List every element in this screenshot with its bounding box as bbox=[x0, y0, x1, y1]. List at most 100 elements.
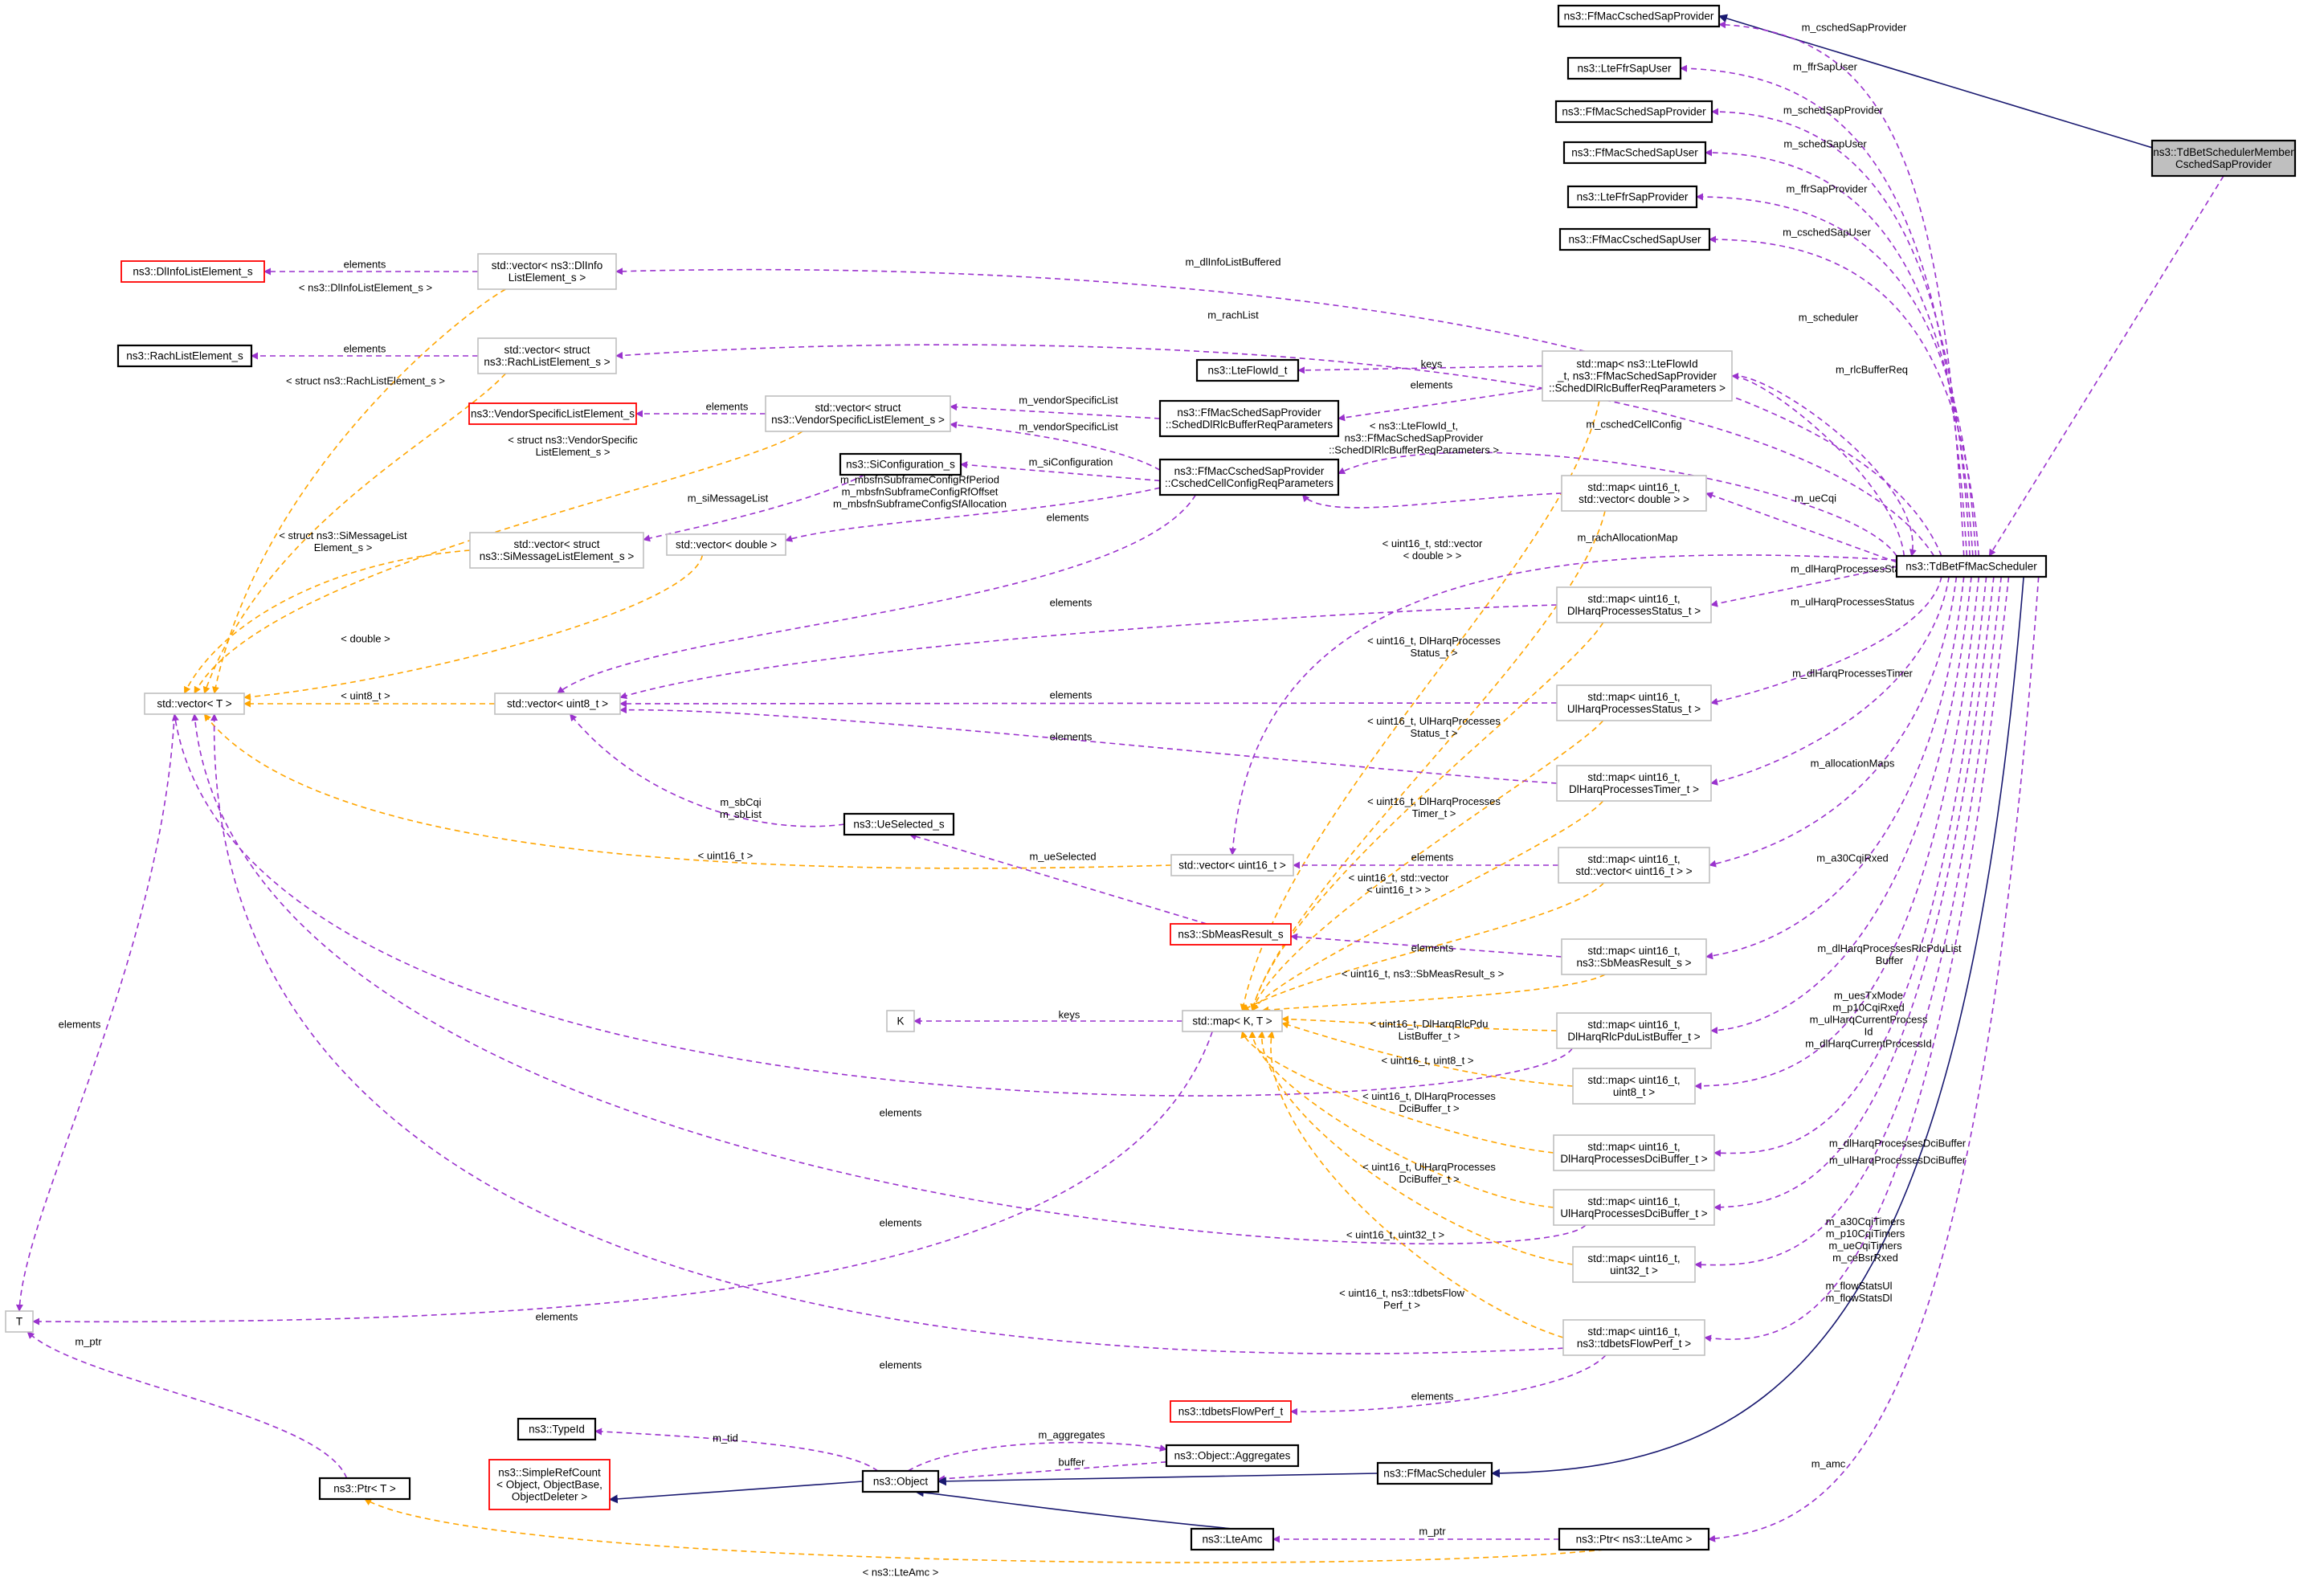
node-map-ul-harq-status[interactable]: std::map< uint16_t,UlHarqProcessesStatus… bbox=[1556, 684, 1712, 721]
node-sched-dl-rlc[interactable]: ns3::FfMacSchedSapProvider::SchedDlRlcBu… bbox=[1158, 399, 1340, 438]
edge-map-uint32-to-map-kt bbox=[1257, 1031, 1574, 1265]
edge-label-elements: elements bbox=[344, 343, 386, 355]
edge-map-uint16-vec-double-to-map-kt bbox=[1250, 510, 1606, 1011]
edge-label-tpl-sbmeas: < uint16_t, ns3::SbMeasResult_s > bbox=[1342, 968, 1504, 980]
node-label: ns3::Object::Aggregates bbox=[1174, 1450, 1291, 1462]
node-csched-cell-config[interactable]: ns3::FfMacCschedSapProvider::CschedCellC… bbox=[1158, 458, 1340, 496]
edge-label-tpl-u16u8: < uint16_t, uint8_t > bbox=[1382, 1055, 1474, 1067]
node-box bbox=[1556, 765, 1712, 802]
edge-map-flow-perf-to-map-kt bbox=[1267, 1031, 1564, 1338]
node-map-kt[interactable]: std::map< K, T > bbox=[1182, 1010, 1283, 1032]
node-box bbox=[1572, 1068, 1696, 1105]
node-dl-info-list-element[interactable]: ns3::DlInfoListElement_s bbox=[120, 260, 265, 283]
node-label: ns3::LteFfrSapUser bbox=[1577, 63, 1672, 75]
node-label: K bbox=[897, 1015, 904, 1027]
node-map-uint16-vec-double[interactable]: std::map< uint16_t,std::vector< double >… bbox=[1561, 475, 1707, 512]
node-map-uint8[interactable]: std::map< uint16_t,uint8_t > bbox=[1572, 1068, 1696, 1105]
node-box bbox=[5, 1310, 34, 1333]
node-ptr-t[interactable]: ns3::Ptr< T > bbox=[318, 1477, 411, 1501]
edge-label-elements: elements bbox=[536, 1311, 578, 1323]
edge-label-m-dl-harq-processes-timer: m_dlHarqProcessesTimer bbox=[1792, 668, 1913, 680]
node-k[interactable]: K bbox=[886, 1010, 915, 1032]
node-box bbox=[1562, 1319, 1705, 1356]
edge-csched-cell-config-to-vec-double bbox=[785, 487, 1161, 542]
node-lte-amc[interactable]: ns3::LteAmc bbox=[1190, 1527, 1275, 1551]
node-vec-double[interactable]: std::vector< double > bbox=[666, 533, 786, 556]
edge-label-tpl-uint16: < uint16_t > bbox=[698, 850, 754, 862]
edge-td-bet-ff-mac-scheduler-to-map-dl-rlc-pdu bbox=[1710, 576, 1972, 1035]
node-t[interactable]: T bbox=[5, 1310, 34, 1333]
node-td-bet-ff-mac-scheduler[interactable]: ns3::TdBetFfMacScheduler bbox=[1895, 554, 2048, 578]
node-vendor-element[interactable]: ns3::VendorSpecificListElement_s bbox=[468, 402, 637, 425]
node-simple-ref-count[interactable]: ns3::SimpleRefCount< Object, ObjectBase,… bbox=[488, 1459, 611, 1510]
node-ff-mac-csched-sap-user[interactable]: ns3::FfMacCschedSapUser bbox=[1558, 227, 1711, 251]
node-ff-mac-csched-sap-provider[interactable]: ns3::FfMacCschedSapProvider bbox=[1557, 4, 1721, 28]
node-lte-ffr-sap-user[interactable]: ns3::LteFfrSapUser bbox=[1566, 56, 1682, 80]
node-map-ul-harq-dci[interactable]: std::map< uint16_t,UlHarqProcessesDciBuf… bbox=[1553, 1189, 1715, 1226]
edge-label-m-csched-sap-provider: m_cschedSapProvider bbox=[1802, 22, 1907, 34]
node-box bbox=[1556, 586, 1712, 623]
node-ue-selected[interactable]: ns3::UeSelected_s bbox=[843, 812, 955, 836]
node-map-rlc-buffer[interactable]: std::map< ns3::LteFlowId_t, ns3::FfMacSc… bbox=[1542, 350, 1733, 402]
node-map-dl-harq-dci[interactable]: std::map< uint16_t,DlHarqProcessesDciBuf… bbox=[1553, 1134, 1715, 1171]
node-box bbox=[861, 1469, 940, 1493]
node-lte-ffr-sap-provider[interactable]: ns3::LteFfrSapProvider bbox=[1566, 185, 1698, 209]
node-label: std::map< uint16_t,DlHarqProcessesDciBuf… bbox=[1560, 1141, 1707, 1165]
node-object[interactable]: ns3::Object bbox=[861, 1469, 940, 1493]
node-ff-mac-scheduler[interactable]: ns3::FfMacScheduler bbox=[1376, 1461, 1493, 1485]
edge-csched-cell-config-to-vec-vendor bbox=[950, 421, 1161, 471]
node-map-uint32[interactable]: std::map< uint16_t,uint32_t > bbox=[1572, 1246, 1696, 1283]
node-box bbox=[1554, 100, 1713, 124]
node-map-sb-meas[interactable]: std::map< uint16_t,ns3::SbMeasResult_s > bbox=[1561, 938, 1707, 975]
node-ff-mac-sched-sap-provider[interactable]: ns3::FfMacSchedSapProvider bbox=[1554, 100, 1713, 124]
node-box bbox=[1566, 185, 1698, 209]
edge-td-bet-ff-mac-scheduler-to-map-uint16-vec-uint16 bbox=[1709, 576, 1958, 868]
edge-label-tpl-u16vecdouble: < uint16_t, std::vector< double > > bbox=[1383, 537, 1483, 562]
node-vec-uint16[interactable]: std::vector< uint16_t > bbox=[1170, 854, 1294, 876]
edge-map-rlc-buffer-to-lte-flow-id bbox=[1297, 365, 1543, 374]
node-ptr-lte-amc[interactable]: ns3::Ptr< ns3::LteAmc > bbox=[1558, 1527, 1710, 1551]
edge-td-bet-ff-mac-scheduler-to-map-dl-harq-dci bbox=[1713, 576, 1987, 1157]
edge-td-bet-ff-mac-scheduler-to-vec-uint16 bbox=[1229, 554, 1897, 856]
edge-label-elements: elements bbox=[1411, 1391, 1454, 1403]
node-map-dl-harq-timer[interactable]: std::map< uint16_t,DlHarqProcessesTimer_… bbox=[1556, 765, 1712, 802]
node-label: ns3::SimpleRefCount< Object, ObjectBase,… bbox=[496, 1467, 602, 1503]
node-box bbox=[666, 533, 786, 556]
node-box bbox=[1170, 1400, 1292, 1423]
node-box bbox=[1195, 358, 1300, 382]
node-map-flow-perf[interactable]: std::map< uint16_t,ns3::tdbetsFlowPerf_t… bbox=[1562, 1319, 1705, 1356]
edge-sb-meas-result-to-ue-selected bbox=[909, 833, 1207, 925]
node-ff-mac-sched-sap-user[interactable]: ns3::FfMacSchedSapUser bbox=[1562, 141, 1707, 165]
node-rach-list-element[interactable]: ns3::RachListElement_s bbox=[116, 344, 253, 368]
node-lte-flow-id[interactable]: ns3::LteFlowId_t bbox=[1195, 358, 1300, 382]
node-label: ns3::TdBetFfMacScheduler bbox=[1905, 561, 2037, 573]
node-map-dl-harq-status[interactable]: std::map< uint16_t,DlHarqProcessesStatus… bbox=[1556, 586, 1712, 623]
node-vec-uint8[interactable]: std::vector< uint8_t > bbox=[494, 692, 621, 715]
node-label: std::vector< T > bbox=[157, 698, 231, 710]
edge-td-bet-ff-mac-scheduler-to-map-uint16-vec-double bbox=[1705, 492, 1897, 563]
node-aggregates[interactable]: ns3::Object::Aggregates bbox=[1165, 1444, 1300, 1468]
edge-td-bet-ff-mac-scheduler-to-ptr-lte-amc bbox=[1708, 576, 2040, 1542]
edge-td-bet-ff-mac-scheduler-to-map-uint32 bbox=[1694, 576, 2002, 1268]
node-label: std::map< uint16_t,ns3::SbMeasResult_s > bbox=[1577, 945, 1692, 969]
node-map-uint16-vec-uint16[interactable]: std::map< uint16_t,std::vector< uint16_t… bbox=[1558, 847, 1710, 884]
node-box bbox=[488, 1459, 611, 1510]
node-si-configuration[interactable]: ns3::SiConfiguration_s bbox=[839, 452, 962, 476]
node-vec-t[interactable]: std::vector< T > bbox=[144, 692, 245, 715]
node-tdbets-flow-perf[interactable]: ns3::tdbetsFlowPerf_t bbox=[1170, 1400, 1292, 1423]
node-type-id[interactable]: ns3::TypeId bbox=[517, 1417, 597, 1441]
node-sb-meas-result[interactable]: ns3::SbMeasResult_s bbox=[1170, 923, 1292, 946]
edge-label-tpl-rach: < struct ns3::RachListElement_s > bbox=[286, 375, 445, 387]
node-map-dl-rlc-pdu[interactable]: std::map< uint16_t,DlHarqRlcPduListBuffe… bbox=[1556, 1012, 1712, 1049]
